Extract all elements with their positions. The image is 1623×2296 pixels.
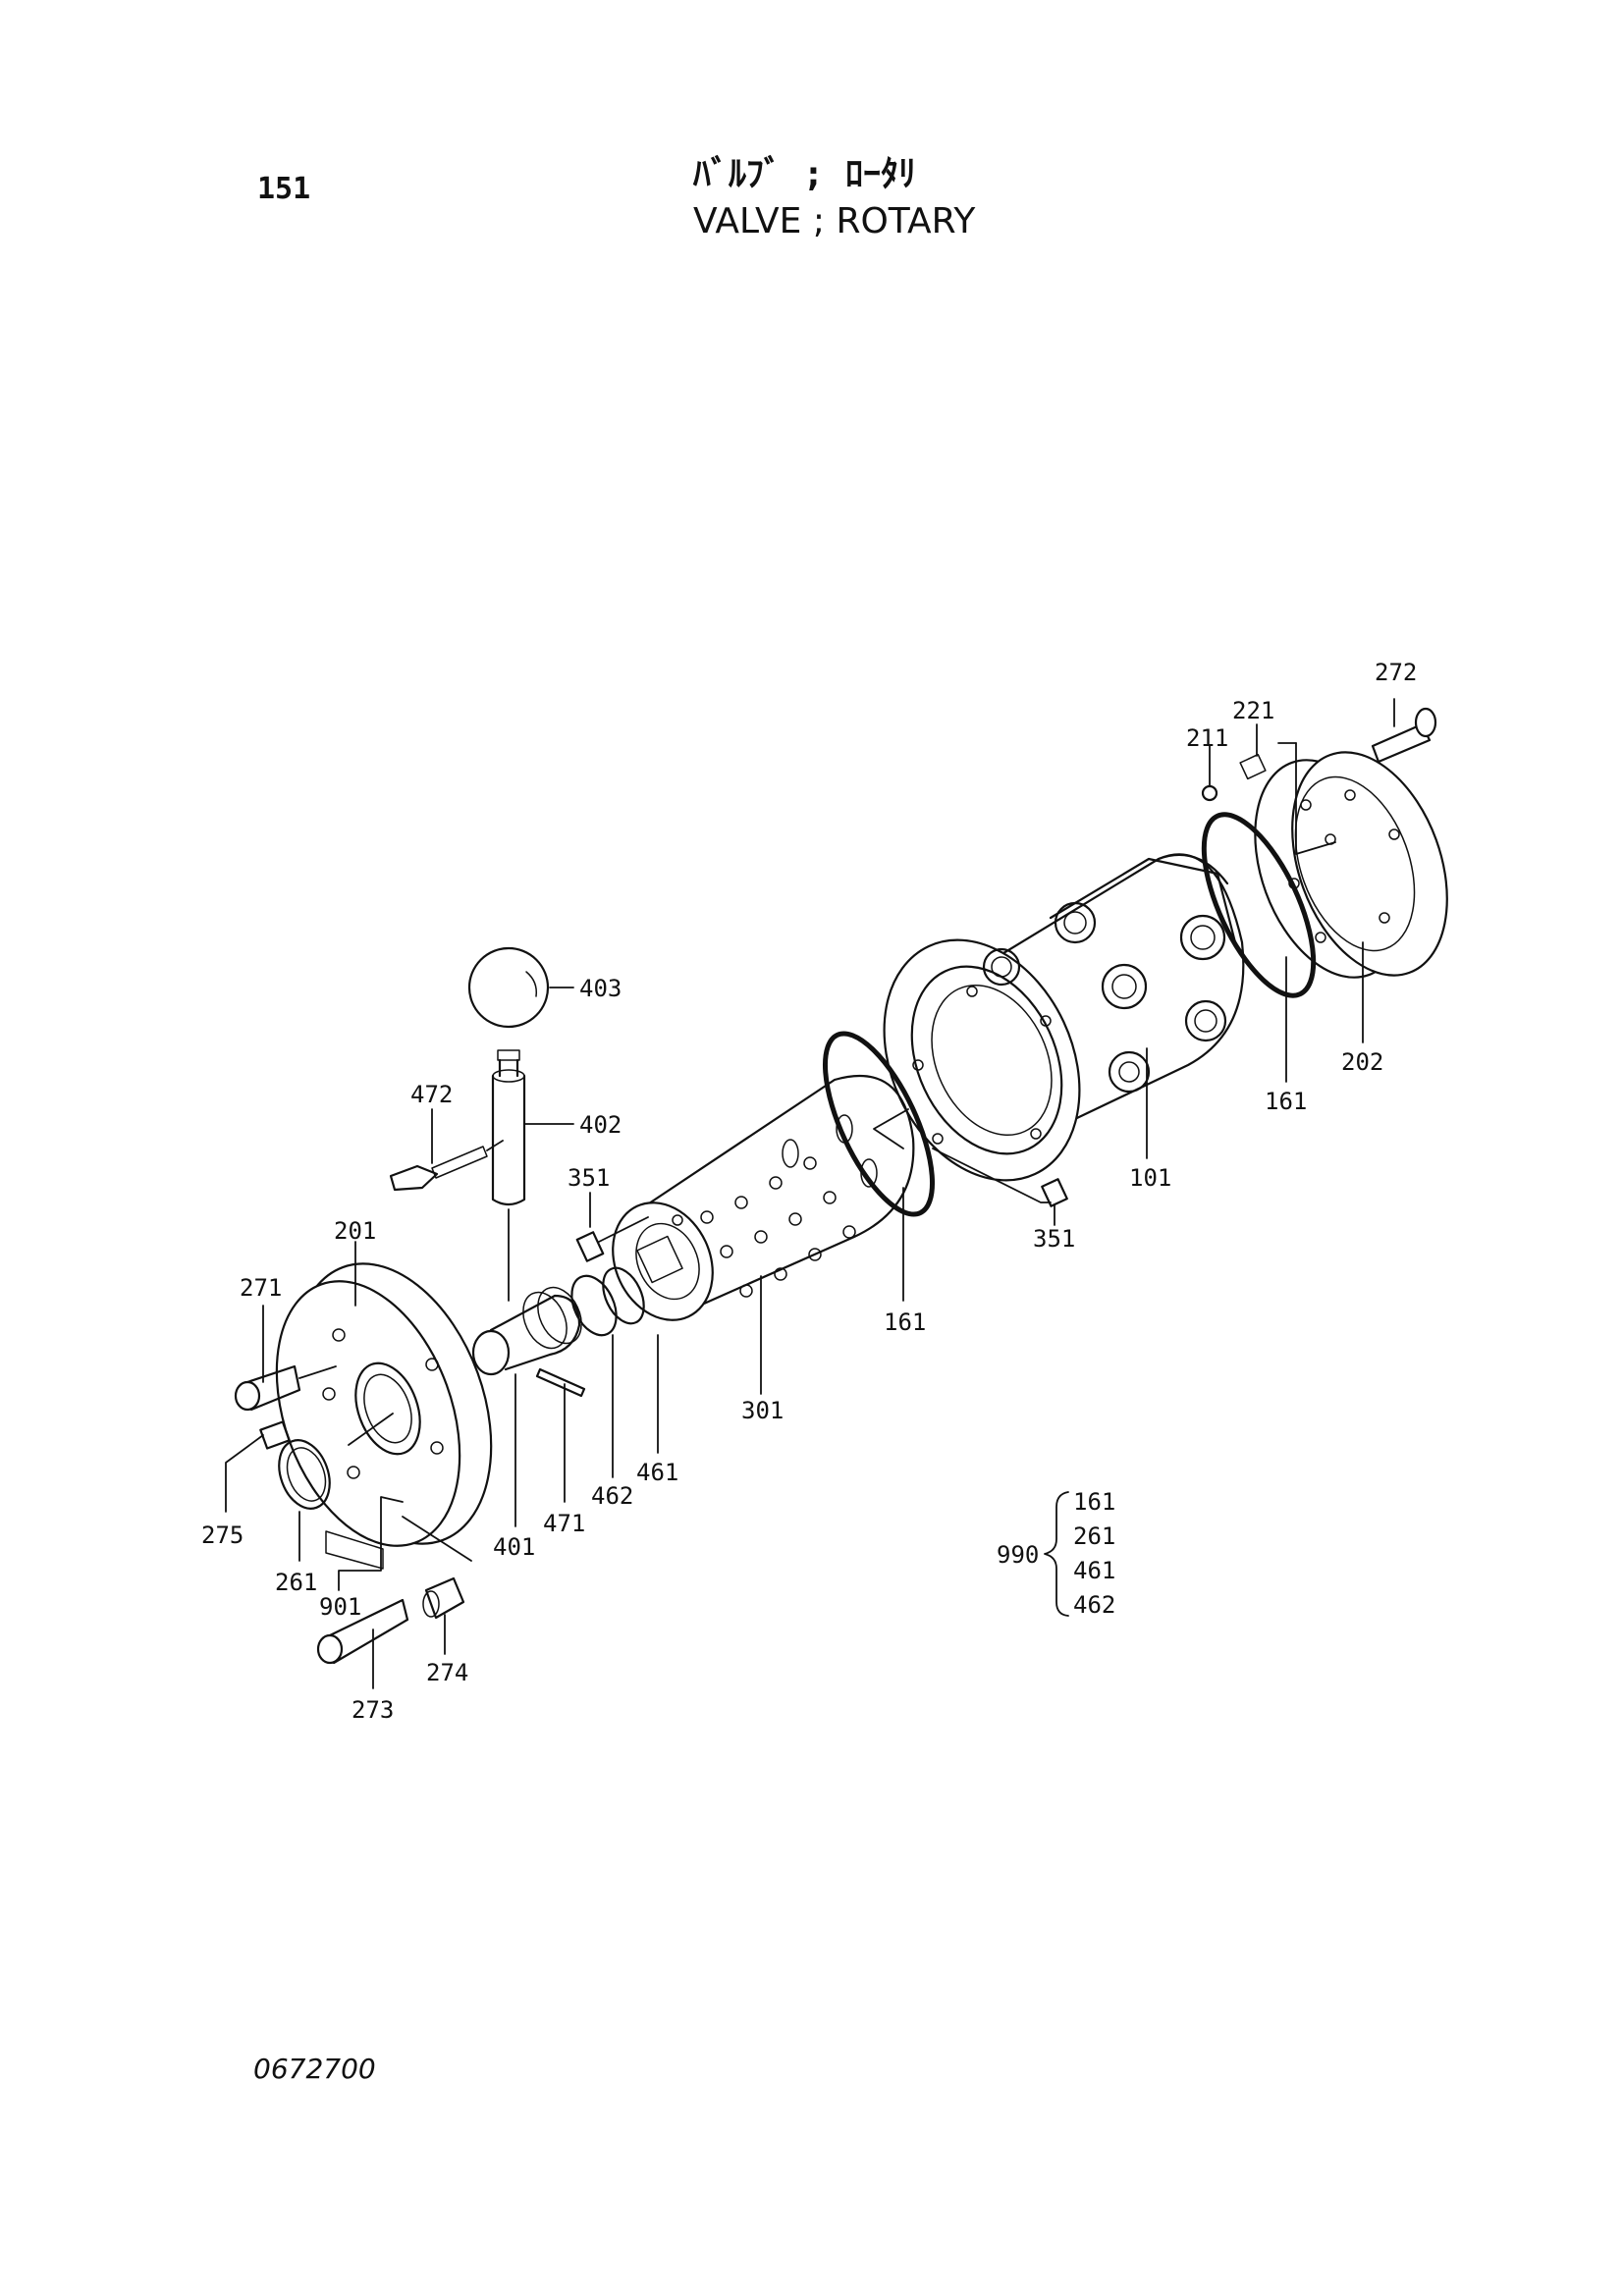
part-273-bolt <box>316 1598 409 1665</box>
part-272-bolt <box>1371 707 1437 764</box>
callout-211: 211 <box>1186 724 1228 752</box>
part-202-end-cover <box>1254 751 1448 979</box>
part-161-o-ring-right <box>1201 812 1317 998</box>
part-221-spring <box>1239 753 1267 780</box>
part-471-pin <box>535 1367 586 1398</box>
callout-403: 403 <box>579 975 622 1002</box>
part-403-knob <box>467 946 550 1029</box>
callout-272: 272 <box>1375 659 1417 686</box>
callout-221: 221 <box>1232 697 1274 724</box>
callout-274: 274 <box>426 1659 468 1686</box>
callout-201: 201 <box>334 1217 376 1245</box>
callout-271: 271 <box>240 1274 282 1302</box>
callout-402: 402 <box>579 1111 622 1139</box>
callout-273: 273 <box>352 1696 394 1724</box>
callout-161-right: 161 <box>1265 1088 1307 1115</box>
part-211-ball <box>1201 784 1218 802</box>
part-261-o-ring <box>278 1439 331 1510</box>
title-japanese: ﾊﾞﾙﾌﾞ ; ﾛｰﾀﾘ <box>693 154 917 194</box>
part-274-sleeve <box>422 1576 465 1620</box>
part-901-name-plate <box>325 1530 384 1570</box>
title-english: VALVE ; ROTARY <box>693 201 976 241</box>
part-271-bolt <box>234 1364 337 1412</box>
kit-item-4: 462 <box>1073 1591 1115 1619</box>
callout-labels: 272 221 211 202 161 101 351 161 301 403 … <box>201 659 1417 1724</box>
part-351-plug-right <box>1041 1178 1068 1207</box>
callout-261: 261 <box>275 1569 317 1596</box>
kit-990-legend: 990 161 261 461 462 <box>997 1488 1115 1619</box>
kit-item-1: 161 <box>1073 1488 1115 1516</box>
callout-202: 202 <box>1341 1048 1383 1076</box>
part-461-ring <box>602 1266 645 1325</box>
callout-275: 275 <box>201 1522 243 1549</box>
part-161-o-ring-left <box>822 1031 936 1217</box>
callout-351-right: 351 <box>1033 1225 1075 1253</box>
callout-472: 472 <box>410 1081 453 1108</box>
kit-item-3: 461 <box>1073 1557 1115 1584</box>
part-101-housing <box>883 853 1245 1182</box>
callout-301: 301 <box>741 1397 784 1424</box>
callout-461: 461 <box>636 1459 678 1486</box>
part-401-shaft <box>471 1286 582 1376</box>
kit-item-2: 261 <box>1073 1522 1115 1550</box>
callout-901: 901 <box>319 1593 361 1621</box>
callout-462: 462 <box>591 1482 633 1510</box>
part-402-lever <box>491 1049 526 1302</box>
part-462-ring <box>570 1274 618 1337</box>
part-472-wing-screw <box>389 1140 504 1192</box>
part-351-plug-left <box>575 1231 605 1262</box>
drawing-code: 0672700 <box>253 2053 376 2085</box>
kit-label: 990 <box>997 1541 1039 1569</box>
callout-161-left: 161 <box>884 1308 926 1336</box>
part-301-spool-sleeve <box>612 1075 915 1321</box>
page-number: 151 <box>257 172 311 206</box>
callout-351-left: 351 <box>568 1164 610 1192</box>
leader-lines <box>225 698 1395 1689</box>
part-201-end-cover <box>275 1262 493 1547</box>
callout-471: 471 <box>543 1510 585 1537</box>
part-275-plug <box>259 1420 291 1450</box>
callout-401: 401 <box>493 1533 535 1561</box>
callout-101: 101 <box>1129 1164 1171 1192</box>
